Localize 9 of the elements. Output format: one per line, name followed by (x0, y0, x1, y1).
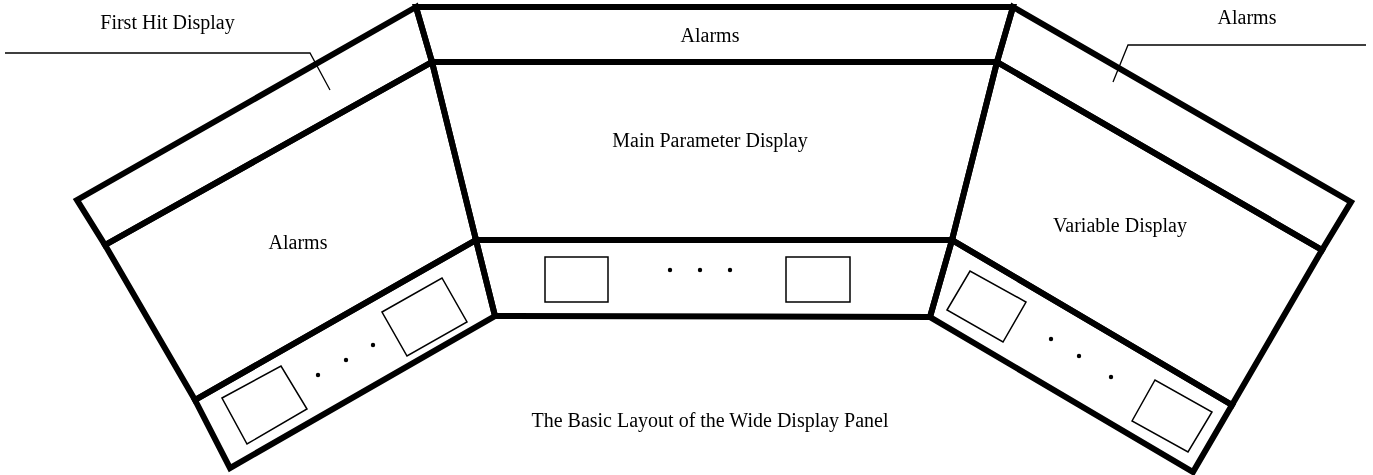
panel-label: Alarms (680, 23, 740, 47)
panel-label: Variable Display (1053, 213, 1187, 237)
caption: The Basic Layout of the Wide Display Panel (531, 408, 889, 432)
panel-label: Alarms (268, 230, 328, 254)
leader-line (4, 52, 331, 91)
leader-line (1112, 44, 1367, 83)
panel-label: Main Parameter Display (612, 128, 808, 152)
callout-label: Alarms (1216, 5, 1278, 30)
callout-label: First Hit Display (99, 10, 236, 36)
